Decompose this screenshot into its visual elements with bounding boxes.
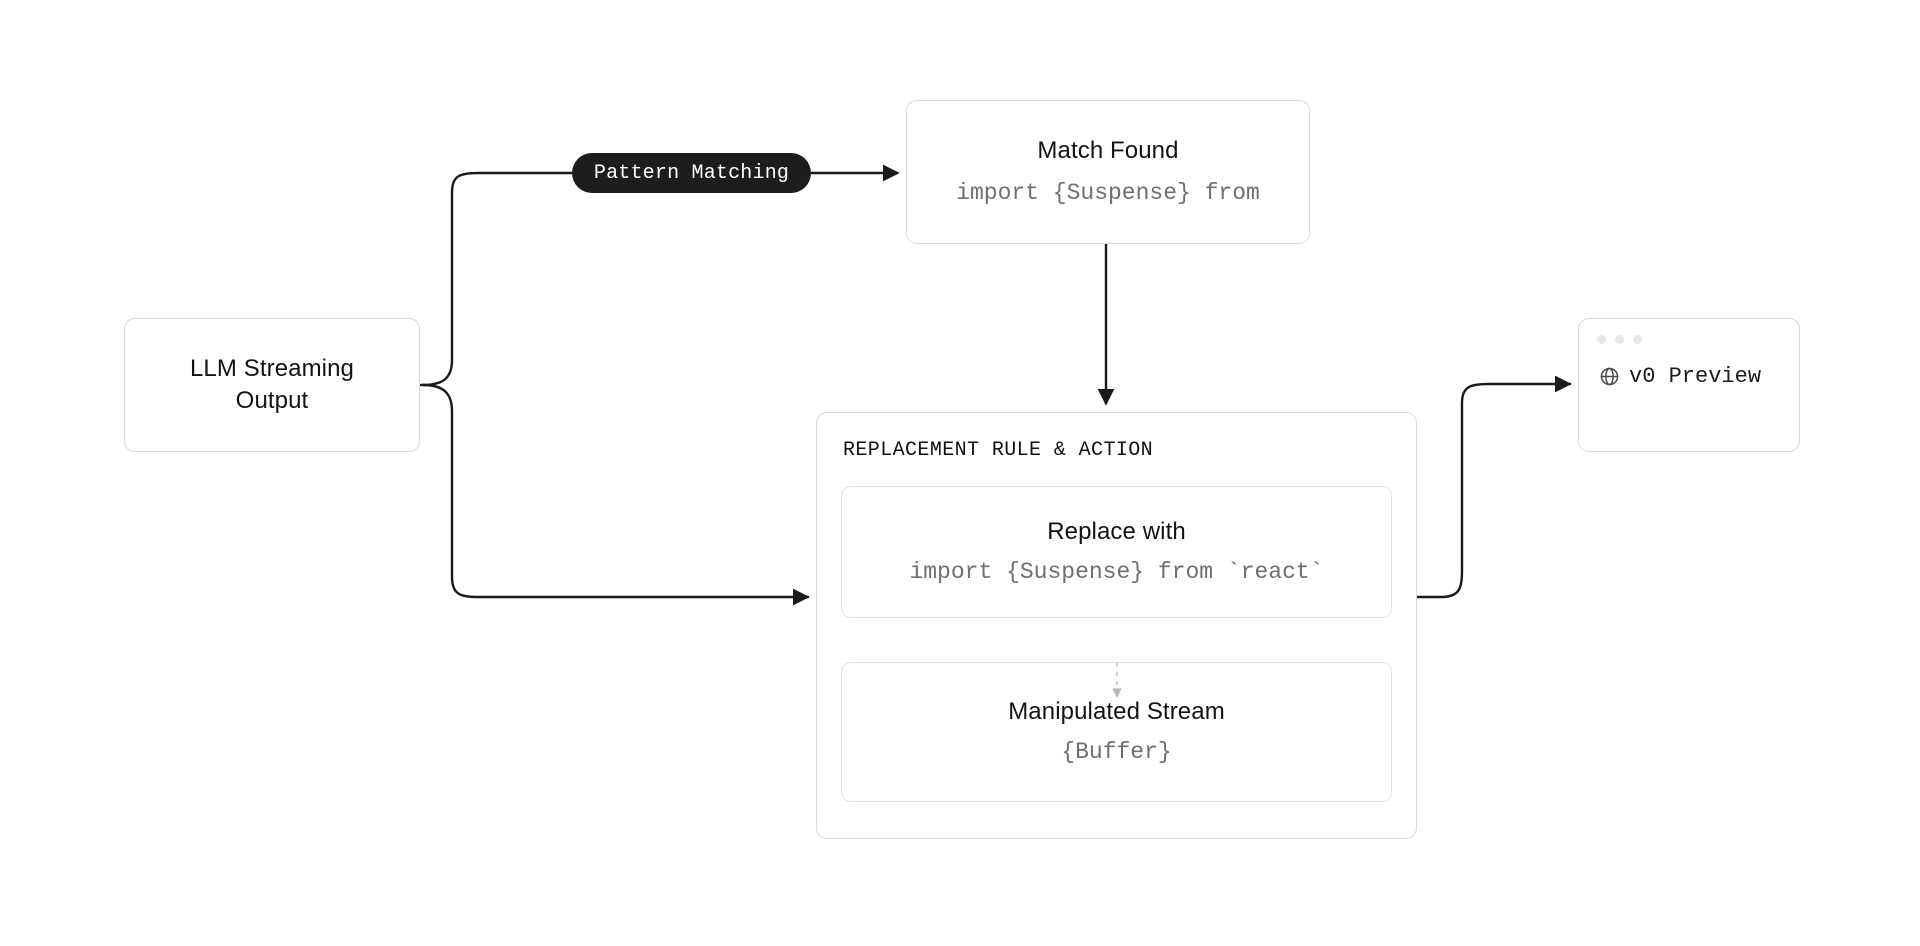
- replace-with-code: import {Suspense} from `react`: [909, 558, 1324, 585]
- node-match-found[interactable]: Match Found import {Suspense} from: [906, 100, 1310, 244]
- window-dot-close-icon: [1597, 335, 1606, 344]
- replace-with-title: Replace with: [1047, 518, 1186, 546]
- manipulated-stream-title: Manipulated Stream: [1008, 698, 1225, 726]
- window-dot-maximize-icon: [1633, 335, 1642, 344]
- node-v0-preview[interactable]: v0 Preview: [1578, 318, 1800, 452]
- rule-group-heading: REPLACEMENT RULE & ACTION: [843, 439, 1154, 462]
- edge-llm-to-rule: [421, 383, 810, 606]
- edge-llm-to-pattern: [421, 171, 574, 387]
- edge-replace-to-preview: [1391, 375, 1572, 599]
- llm-title-line1: LLM Streaming: [189, 355, 355, 383]
- node-llm-streaming-output[interactable]: LLM Streaming Output: [124, 318, 420, 452]
- preview-label-row: v0 Preview: [1597, 364, 1781, 389]
- match-found-code: import {Suspense} from: [956, 179, 1260, 206]
- globe-icon: [1600, 367, 1619, 386]
- preview-label: v0 Preview: [1629, 364, 1762, 389]
- badge-pattern-matching[interactable]: Pattern Matching: [572, 153, 811, 193]
- window-dot-minimize-icon: [1615, 335, 1624, 344]
- manipulated-stream-code: {Buffer}: [1061, 738, 1172, 765]
- llm-title-line2: Output: [235, 387, 309, 414]
- window-dots: [1597, 335, 1781, 344]
- match-found-title: Match Found: [1037, 137, 1179, 165]
- group-replacement-rule-and-action: REPLACEMENT RULE & ACTION Replace with i…: [816, 412, 1417, 839]
- node-replace-with[interactable]: Replace with import {Suspense} from `rea…: [841, 486, 1392, 618]
- node-manipulated-stream[interactable]: Manipulated Stream {Buffer}: [841, 662, 1392, 802]
